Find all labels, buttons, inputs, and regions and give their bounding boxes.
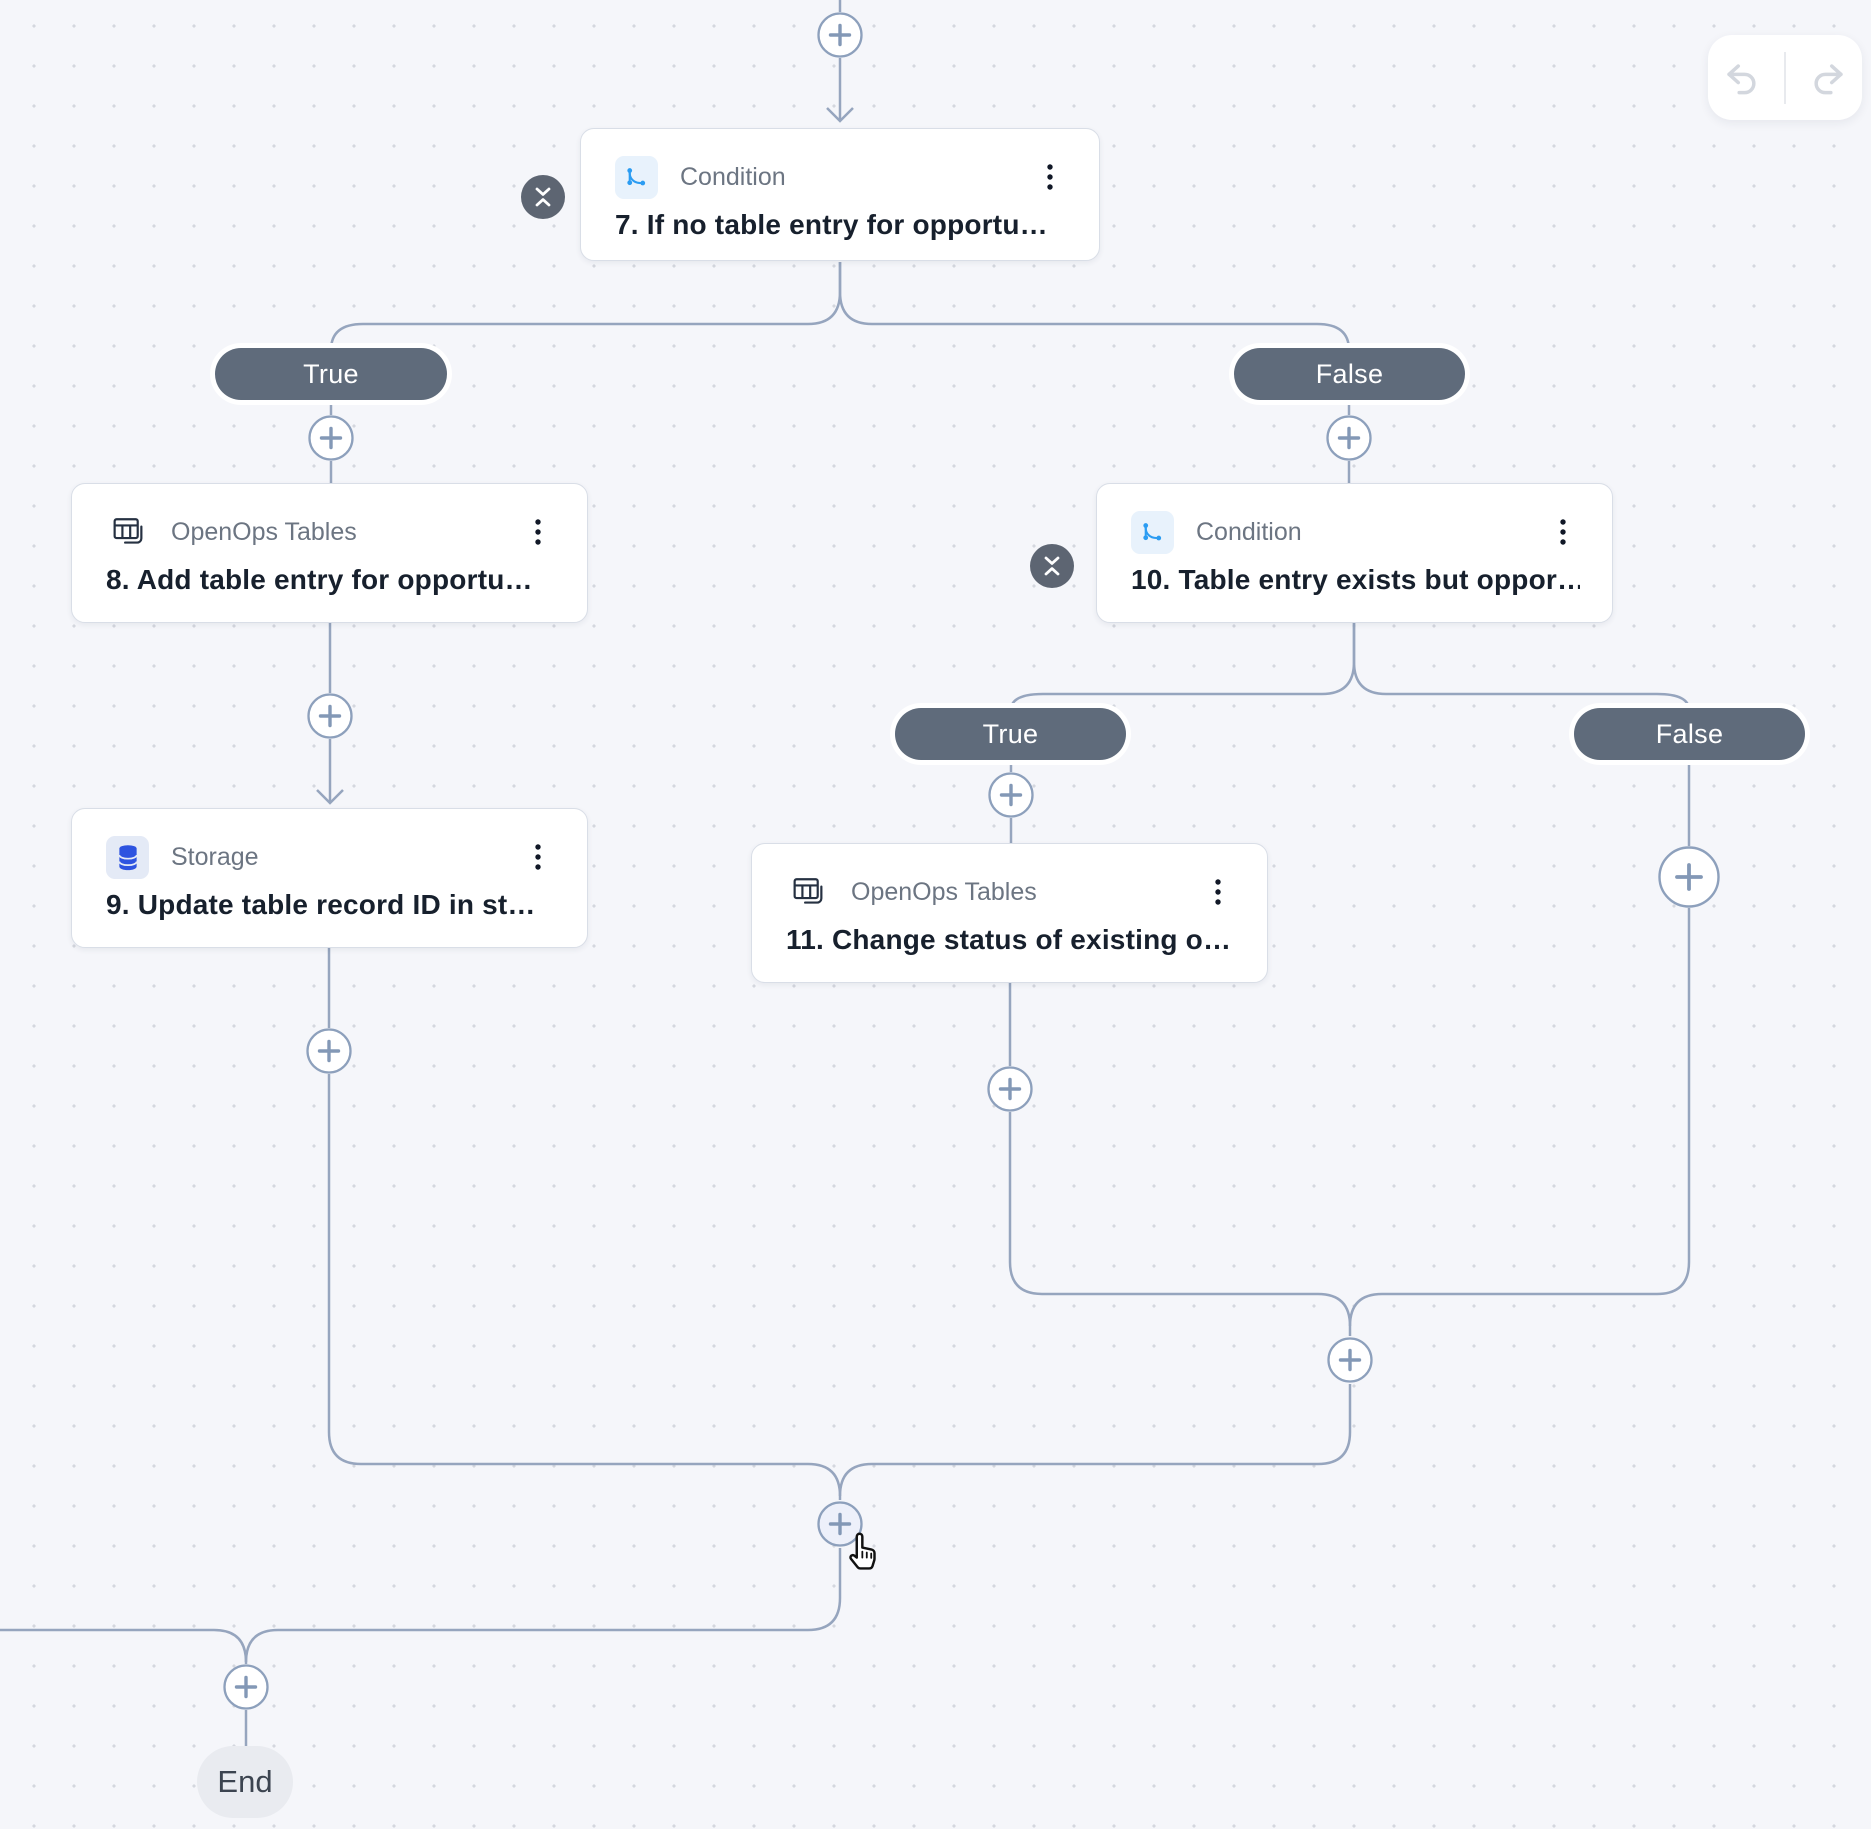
- add-step-button-false-branch-2[interactable]: [1658, 846, 1720, 908]
- plus-icon: [1327, 1337, 1373, 1383]
- kebab-menu-icon: [1047, 164, 1053, 190]
- plus-icon: [817, 12, 863, 58]
- node-tables-8[interactable]: OpenOps Tables 8. Add table entry for op…: [71, 483, 588, 623]
- plus-icon: [223, 1664, 269, 1710]
- branch-icon: [1131, 510, 1174, 554]
- branch-badge-label: False: [1655, 718, 1724, 749]
- plus-icon: [306, 1028, 352, 1074]
- branch-badge-true: True: [215, 348, 447, 400]
- node-type-label: Condition: [680, 162, 786, 191]
- node-menu-button[interactable]: [521, 838, 555, 876]
- branch-icon: [615, 155, 658, 199]
- plus-icon: [1658, 846, 1720, 908]
- plus-icon: [1326, 415, 1372, 461]
- add-step-button-true-branch-2[interactable]: [988, 772, 1034, 818]
- node-title: 8. Add table entry for opportu…: [106, 564, 533, 595]
- undo-button[interactable]: [1719, 56, 1763, 100]
- redo-button[interactable]: [1807, 56, 1851, 100]
- node-type-label: Condition: [1196, 517, 1302, 546]
- kebab-menu-icon: [535, 844, 541, 870]
- add-step-button-before-end[interactable]: [223, 1664, 269, 1710]
- node-menu-button[interactable]: [521, 513, 555, 551]
- node-title: 9. Update table record ID in st…: [106, 889, 536, 920]
- node-menu-button[interactable]: [1201, 873, 1235, 911]
- add-step-button-outer-merge-hovered[interactable]: [817, 1501, 863, 1547]
- add-step-button-true-branch-1[interactable]: [308, 415, 354, 461]
- history-toolbar: [1708, 35, 1862, 120]
- node-title: 11. Change status of existing o…: [786, 924, 1232, 955]
- node-title: 7. If no table entry for opportu…: [615, 209, 1048, 240]
- branch-badge-false: False: [1234, 348, 1465, 400]
- branch-badge-label: True: [982, 718, 1039, 749]
- add-step-button-top[interactable]: [817, 12, 863, 58]
- end-node: End: [197, 1746, 293, 1818]
- add-step-button-after-node-9[interactable]: [306, 1028, 352, 1074]
- node-type-label: OpenOps Tables: [171, 517, 357, 546]
- node-condition-10[interactable]: Condition 10. Table entry exists but opp…: [1096, 483, 1613, 623]
- branch-badge-label: False: [1315, 358, 1384, 389]
- plus-icon: [987, 1066, 1033, 1112]
- redo-icon: [1814, 63, 1843, 94]
- node-title: 10. Table entry exists but oppor…: [1131, 564, 1580, 595]
- plus-icon: [308, 415, 354, 461]
- node-tables-11[interactable]: OpenOps Tables 11. Change status of exis…: [751, 843, 1268, 983]
- database-icon: [106, 835, 149, 879]
- kebab-menu-icon: [1560, 519, 1566, 545]
- plus-icon: [307, 693, 353, 739]
- branch-badge-false: False: [1574, 708, 1805, 760]
- node-menu-button[interactable]: [1546, 513, 1580, 551]
- collapse-icon: [535, 187, 551, 207]
- toolbar-divider: [1783, 51, 1786, 104]
- branch-badge-label: True: [303, 358, 359, 389]
- end-label: End: [217, 1764, 273, 1799]
- table-stack-icon: [786, 871, 829, 914]
- table-stack-icon: [106, 511, 149, 554]
- node-storage-9[interactable]: Storage 9. Update table record ID in st…: [71, 808, 588, 948]
- add-step-button-inner-merge[interactable]: [1327, 1337, 1373, 1383]
- branch-badge-true: True: [895, 708, 1126, 760]
- collapse-branch-button[interactable]: [1030, 544, 1074, 588]
- node-type-label: OpenOps Tables: [851, 877, 1037, 906]
- kebab-menu-icon: [535, 519, 541, 545]
- collapse-branch-button[interactable]: [521, 175, 565, 219]
- add-step-button-after-node-11[interactable]: [987, 1066, 1033, 1112]
- node-menu-button[interactable]: [1033, 158, 1067, 196]
- add-step-button-false-branch-1[interactable]: [1326, 415, 1372, 461]
- node-type-label: Storage: [171, 842, 259, 871]
- add-step-button-after-node-8[interactable]: [307, 693, 353, 739]
- kebab-menu-icon: [1215, 879, 1221, 905]
- undo-icon: [1726, 63, 1756, 94]
- plus-icon: [817, 1501, 863, 1547]
- collapse-icon: [1044, 556, 1060, 576]
- node-condition-7[interactable]: Condition 7. If no table entry for oppor…: [580, 128, 1100, 261]
- plus-icon: [988, 772, 1034, 818]
